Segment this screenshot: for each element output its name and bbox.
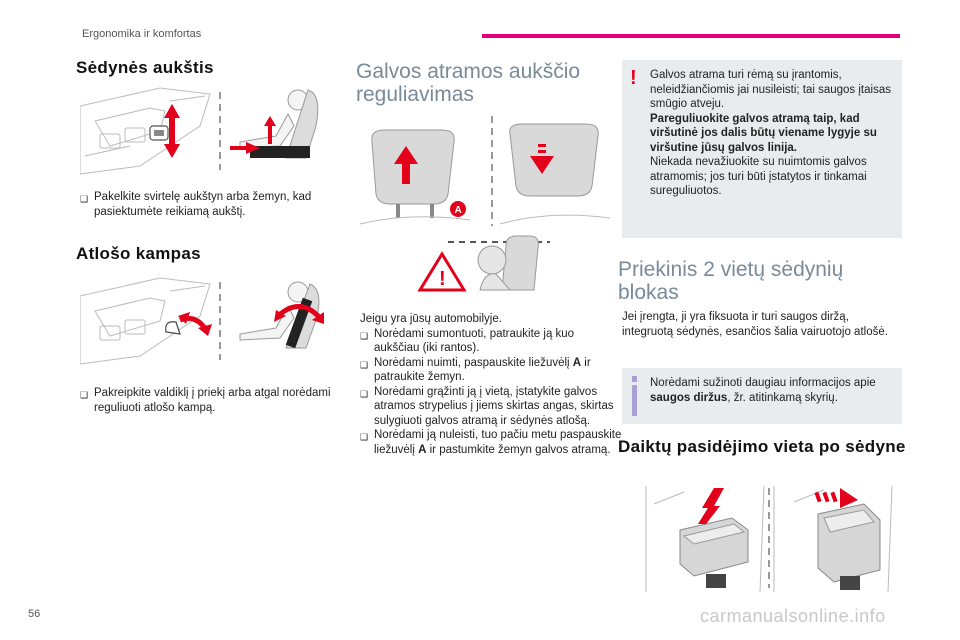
front-bench-title: Priekinis 2 vietų sėdynių blokas — [618, 258, 844, 304]
headrest-step-4: Norėdami ją nuleisti, tuo pačiu metu pas… — [374, 429, 622, 456]
check-box-icon: ❑ — [360, 359, 369, 370]
info-icon — [632, 376, 637, 416]
headrest-intro: Jeigu yra jūsų automobilyje. — [360, 313, 502, 325]
headrest-illustration: A ! — [360, 114, 610, 304]
warning-text: Galvos atrama turi rėmą su įrantomis, ne… — [650, 69, 891, 197]
watermark: carmanualsonline.info — [700, 606, 886, 626]
check-box-icon: ❑ — [360, 330, 369, 341]
backrest-title: Atlošo kampas — [76, 244, 201, 263]
headrest-title: Galvos atramos aukščio reguliavimas — [356, 60, 581, 106]
seat-height-instruction: ❑Pakelkite svirtelę aukštyn arba žemyn, … — [80, 191, 312, 218]
seat-height-title: Sėdynės aukštis — [76, 58, 214, 77]
check-box-icon: ❑ — [80, 390, 89, 400]
section-header: Ergonomika ir komfortas — [82, 28, 202, 40]
callout-letter: A — [455, 205, 462, 216]
headrest-step-1: Norėdami sumontuoti, patraukite ją kuo a… — [374, 327, 575, 355]
section-header-bar — [482, 34, 900, 38]
seat-height-illustration — [80, 86, 330, 176]
warning-box: ! Galvos atrama turi rėmą su įrantomis, … — [622, 60, 902, 238]
backrest-illustration — [80, 276, 330, 366]
check-box-icon: ❑ — [360, 432, 369, 442]
front-bench-text: Jei įrengta, ji yra fiksuota ir turi sau… — [622, 311, 888, 338]
headrest-step-3: Norėdami grąžinti ją į vietą, įstatykite… — [374, 385, 614, 427]
check-box-icon: ❑ — [360, 388, 369, 399]
page-number: 56 — [28, 608, 41, 620]
check-box-icon: ❑ — [80, 194, 89, 204]
svg-text:!: ! — [439, 268, 446, 290]
headrest-step-2: Norėdami nuimti, paspauskite liežuvėlį A… — [374, 356, 591, 384]
exclamation-icon: ! — [630, 67, 637, 89]
backrest-instruction: ❑Pakreipkite valdiklį į priekį arba atga… — [80, 387, 331, 414]
info-box: Norėdami sužinoti daugiau informacijos a… — [622, 368, 902, 424]
info-text: Norėdami sužinoti daugiau informacijos a… — [650, 377, 876, 404]
headrest-instructions: Jeigu yra jūsų automobilyje. ❑ Norėdami s… — [360, 312, 622, 457]
storage-illustration — [644, 484, 894, 594]
storage-title: Daiktų pasidėjimo vieta po sėdyne — [618, 437, 906, 456]
